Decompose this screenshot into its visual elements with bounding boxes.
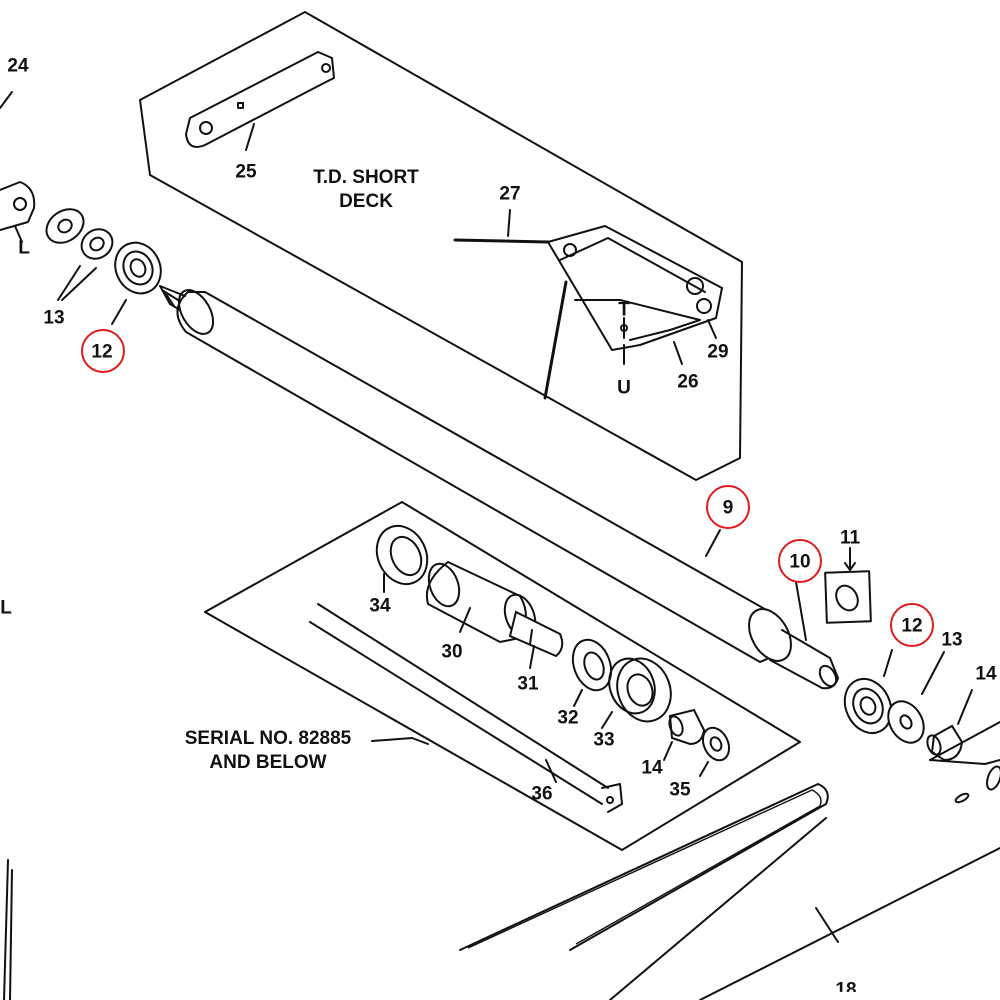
serial-no-panel	[204, 501, 801, 851]
callout-29: 29	[707, 341, 729, 363]
callout-13-left: 13	[43, 307, 65, 329]
callout-T: T	[618, 299, 630, 321]
callout-25: 25	[235, 161, 257, 183]
callout-32: 32	[557, 707, 579, 729]
callout-14-right: 14	[975, 663, 997, 685]
callout-35: 35	[669, 779, 691, 801]
left-end-hardware	[0, 91, 162, 325]
part-11-key-box	[824, 547, 872, 624]
part-25-strap	[185, 51, 335, 151]
callout-11: 11	[839, 527, 861, 549]
callout-U: U	[617, 377, 631, 399]
frame-bar	[699, 721, 1000, 1000]
callout-18-partial: 18	[835, 979, 857, 1000]
callout-26: 26	[677, 371, 699, 393]
highlight-ring-10	[778, 539, 822, 583]
callout-27: 27	[499, 183, 521, 205]
right-end-hardware	[843, 649, 973, 762]
callout-14-panel: 14	[641, 757, 663, 779]
callout-33: 33	[593, 729, 615, 751]
part-9-roller	[159, 285, 839, 690]
part-27-bracket	[453, 209, 723, 400]
callout-L-left: L	[0, 597, 12, 619]
td-short-deck-line2: DECK	[339, 191, 393, 212]
highlight-ring-12-left	[81, 329, 125, 373]
td-short-deck-panel	[139, 11, 743, 481]
serial-no-line2: AND BELOW	[209, 752, 327, 773]
left-edge-fragments	[3, 859, 13, 1000]
highlight-ring-12-right	[890, 603, 934, 647]
callout-31: 31	[517, 673, 539, 695]
highlight-ring-9	[706, 485, 750, 529]
callout-24: 24	[7, 55, 29, 77]
callout-36: 36	[531, 783, 553, 805]
serial-no-caption: SERIAL NO. 82885 AND BELOW	[185, 727, 352, 775]
callout-L-top: L	[18, 237, 30, 259]
serial-no-line1: SERIAL NO. 82885	[184, 728, 352, 749]
belt	[459, 783, 829, 1000]
td-short-deck-line1: T.D. SHORT	[313, 167, 419, 188]
callout-30: 30	[441, 641, 463, 663]
td-short-deck-caption: T.D. SHORT DECK	[313, 166, 419, 214]
callout-13-right: 13	[941, 629, 963, 651]
callout-34: 34	[369, 595, 391, 617]
